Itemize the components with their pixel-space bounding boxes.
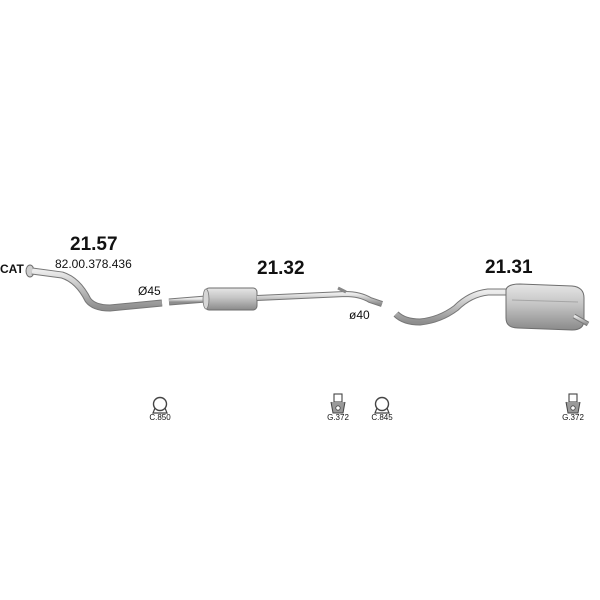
front-pipe-21-57 [25, 264, 163, 312]
center-silencer-box [204, 287, 258, 311]
fitting-code-c845: C.845 [371, 413, 393, 422]
fitting-code-c850: C.850 [149, 413, 171, 422]
center-silencer-21-32 [168, 286, 383, 311]
diameter-40-label: ø40 [349, 308, 370, 322]
oem-number: 82.00.378.436 [55, 257, 132, 271]
diameter-45-label: Ø45 [138, 284, 161, 298]
mount-bracket-icon [330, 393, 346, 414]
fitting-code-g372-rear: G.372 [562, 413, 584, 422]
part-number-21-57: 21.57 [70, 234, 118, 255]
part-number-21-31: 21.31 [485, 257, 533, 278]
fitting-code-g372: G.372 [327, 413, 349, 422]
rear-silencer-21-31 [393, 283, 590, 331]
mount-bracket-icon [565, 393, 581, 414]
clamp-icon [152, 396, 168, 414]
part-number-21-32: 21.32 [257, 258, 305, 279]
clamp-icon [374, 396, 390, 414]
rear-silencer-box [505, 283, 585, 331]
cat-label: CAT [0, 262, 24, 276]
